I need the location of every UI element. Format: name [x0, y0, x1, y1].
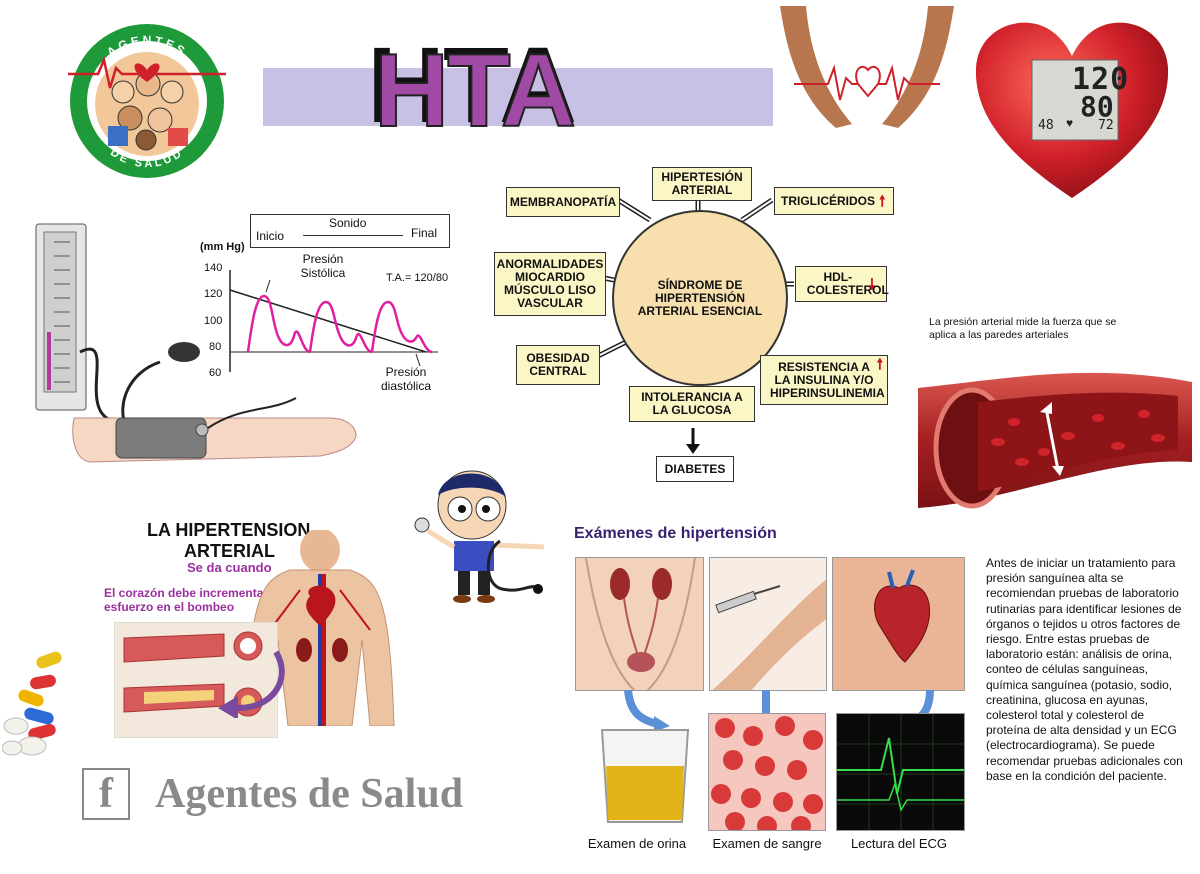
artery-illustration — [918, 372, 1192, 509]
node-hdl: HDL-COLESTEROL 🠗 — [795, 266, 889, 302]
systolic-pointer — [265, 279, 271, 293]
y-axis-unit-label: (mm Hg) — [200, 241, 245, 253]
heart-chest-icon — [874, 569, 931, 663]
sound-label: Sonido — [329, 216, 367, 230]
y-tick: 60 — [209, 367, 222, 379]
syndrome-center-node: SÍNDROME DE HIPERTENSIÓN ARTERIAL ESENCI… — [612, 210, 788, 386]
y-tick: 100 — [204, 315, 223, 327]
exam-caption-ecg: Lectura del ECG — [850, 836, 948, 851]
blood-cells-icon — [711, 716, 823, 830]
up-arrow-icon: 🠕 — [876, 356, 883, 373]
hands-heartbeat-icon — [780, 6, 954, 128]
beaker-icon — [600, 729, 690, 823]
node-hipertension-label: HIPERTESIÓN ARTERIAL — [661, 170, 743, 197]
facebook-icon[interactable]: f — [82, 768, 130, 820]
bp-small-right-readout: 72 — [1098, 118, 1114, 133]
systolic-pressure-label: Presión Sistólica — [300, 252, 346, 280]
heart-bp-monitor-icon — [975, 22, 1169, 199]
diastolic-pressure-label: Presión diastólica — [380, 365, 432, 393]
node-intolerancia: INTOLERANCIA A LA GLUCOSA — [629, 386, 755, 422]
pulse-wave-2 — [308, 300, 373, 354]
sound-legend-box: Sonido Inicio Final — [250, 214, 450, 248]
node-trigliceridos: TRIGLICÉRIDOS 🠕 — [774, 187, 894, 215]
bp-diastolic-readout: 80 — [1080, 90, 1114, 123]
pulse-wave-1 — [246, 294, 311, 354]
y-tick: 80 — [209, 341, 222, 353]
end-label: Final — [411, 226, 438, 240]
cartoon-boy-stethoscope-icon — [414, 470, 545, 603]
y-tick: 120 — [204, 288, 223, 300]
pills-icon — [2, 651, 62, 756]
node-diabetes: DIABETES — [656, 456, 734, 482]
footer-brand-text: Agentes de Salud — [155, 771, 464, 817]
node-anormalidades-label: ANORMALIDADES MIOCARDIO MÚSCULO LISO VAS… — [496, 257, 604, 310]
bp-waveform-plot — [229, 270, 438, 372]
diastolic-pointer — [415, 353, 421, 367]
exam-caption-urine: Examen de orina — [587, 836, 687, 851]
node-diabetes-label: DIABETES — [664, 461, 726, 476]
urine-beaker-image — [596, 726, 694, 826]
node-resistencia: RESISTENCIA A LA INSULINA Y/O HIPERINSUL… — [760, 355, 888, 405]
bp-systolic-readout: 120 — [1072, 62, 1130, 97]
exams-title: Exámenes de hipertensión — [574, 525, 777, 542]
node-trigliceridos-label: TRIGLICÉRIDOS — [781, 193, 876, 208]
y-tick: 140 — [204, 262, 223, 274]
pressure-decline-line — [229, 289, 427, 353]
node-hipertension: HIPERTESIÓN ARTERIAL — [652, 167, 752, 201]
syringe-arm-icon — [712, 579, 826, 690]
node-hdl-label: HDL-COLESTEROL — [806, 270, 889, 297]
agentes-de-salud-logo: AGENTES DE SALUD — [68, 24, 226, 178]
ecg-trace-icon — [837, 714, 964, 830]
chest-heart-image — [832, 557, 965, 691]
hypertension-title-line1: LA HIPERTENSION — [147, 520, 311, 540]
exam-caption-blood: Examen de sangre — [712, 836, 822, 851]
ta-label: T.A.= 120/80 — [386, 272, 449, 284]
syndrome-center-label: SÍNDROME DE HIPERTENSIÓN ARTERIAL ESENCI… — [637, 277, 763, 318]
ecg-monitor-image — [836, 713, 965, 831]
start-label: Inicio — [256, 229, 285, 243]
hypertension-subtitle: Se da cuando — [187, 560, 272, 575]
title-band — [263, 68, 773, 126]
sound-line — [303, 235, 403, 236]
blood-cells-image — [708, 713, 826, 831]
down-arrow-icon: 🠗 — [868, 275, 876, 293]
node-resistencia-label: RESISTENCIA A LA INSULINA Y/O HIPERINSUL… — [770, 359, 885, 400]
facebook-icon-letter: f — [99, 771, 113, 817]
artery-plaque-diagram — [114, 622, 278, 738]
page-title: HTA — [373, 32, 577, 150]
pulse-wave-3 — [370, 300, 433, 354]
up-arrow-icon: 🠕 — [879, 192, 886, 210]
title-shadow: HTA — [367, 24, 577, 145]
human-torso-anatomy-icon — [245, 530, 395, 726]
kidneys-icon — [585, 558, 696, 690]
node-membranopatia-label: MEMBRANOPATÍA — [509, 194, 617, 209]
exams-paragraph: Antes de iniciar un tratamiento para pre… — [986, 556, 1183, 783]
artery-note: La presión arterial mide la fuerza que s… — [929, 316, 1117, 341]
pointing-arrow-icon — [218, 650, 285, 718]
node-anormalidades: ANORMALIDADES MIOCARDIO MÚSCULO LISO VAS… — [494, 252, 606, 316]
pressure-arrow-icon — [1044, 407, 1060, 471]
sphygmomanometer-arm-icon — [35, 223, 357, 463]
node-membranopatia: MEMBRANOPATÍA — [506, 187, 620, 217]
heart-small-icon: ♥ — [1066, 116, 1074, 130]
hypertension-note: El corazón debe incrementar el esfuerzo … — [104, 586, 282, 614]
people-crowd-icon — [108, 71, 188, 151]
kidneys-image — [575, 557, 704, 691]
node-obesidad: OBESIDAD CENTRAL — [516, 345, 600, 385]
bp-small-left-readout: 48 — [1038, 118, 1054, 133]
node-obesidad-label: OBESIDAD CENTRAL — [526, 351, 590, 378]
blood-draw-image — [709, 557, 827, 691]
node-intolerancia-label: INTOLERANCIA A LA GLUCOSA — [641, 390, 743, 417]
hypertension-title-line2: ARTERIAL — [184, 541, 275, 561]
